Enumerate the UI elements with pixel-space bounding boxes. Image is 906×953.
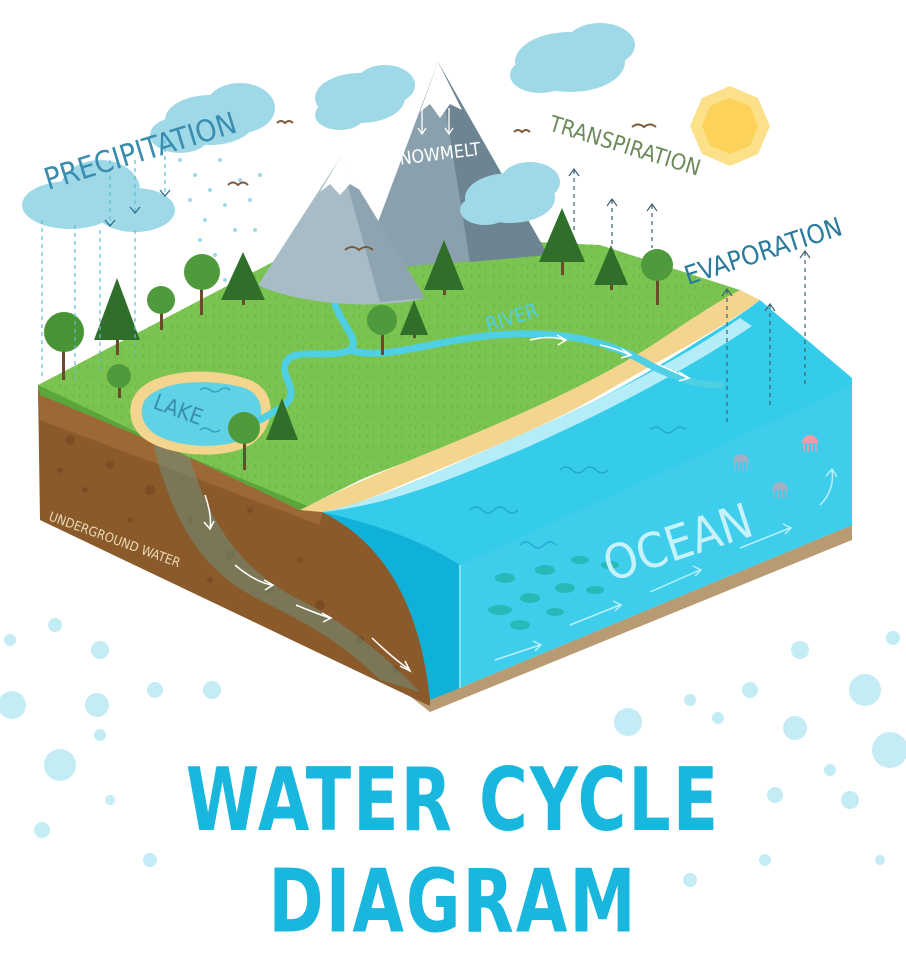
- ocean-surface: [322, 300, 852, 565]
- bubbles: [0, 618, 906, 887]
- water-cycle-diagram: PRECIPITATION SNOWMELT TRANSPIRATION EVA…: [0, 23, 906, 887]
- label-transpiration: TRANSPIRATION: [545, 112, 703, 182]
- fish-icon: [488, 556, 619, 630]
- page-title: WATER CYCLE DIAGRAM: [185, 750, 721, 953]
- cloud-icon: [22, 23, 635, 232]
- bird-icon: [227, 120, 657, 252]
- sun-icon: [690, 86, 770, 166]
- beach: [300, 290, 760, 512]
- label-evaporation: EVAPORATION: [681, 212, 846, 291]
- tree-icon: [44, 208, 673, 470]
- underground-water-channel: [150, 430, 420, 692]
- label-precipitation: PRECIPITATION: [40, 106, 241, 198]
- jellyfish-icon: [733, 435, 818, 499]
